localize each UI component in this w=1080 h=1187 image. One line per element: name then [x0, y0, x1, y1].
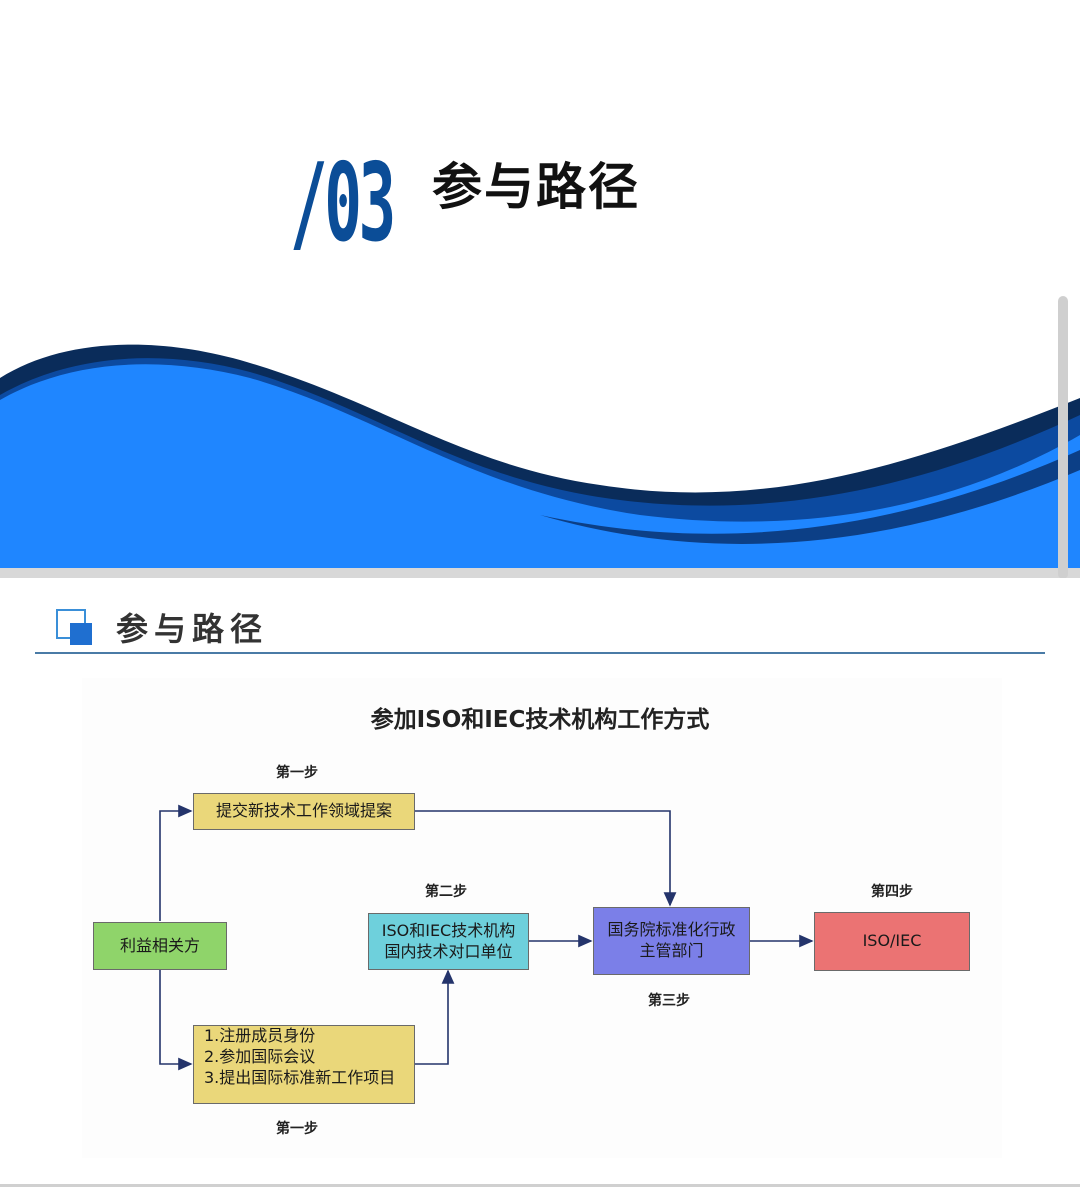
connector-proposal-to-admin: [415, 810, 677, 907]
node-register: 1.注册成员身份 2.参加国际会议 3.提出国际标准新工作项目: [193, 1025, 415, 1104]
section-cover-title: 参与路径: [432, 158, 640, 216]
node-domestic-mirror: ISO和IEC技术机构 国内技术对口单位: [368, 913, 529, 970]
diagram-slide: 参与路径: [0, 578, 1080, 1184]
slide-divider: [0, 568, 1080, 578]
node-iso-iec: ISO/IEC: [814, 912, 970, 971]
section-square-icon: [56, 609, 94, 647]
section-cover-slide: /03 参与路径: [0, 0, 1080, 568]
node-proposal: 提交新技术工作领域提案: [193, 793, 415, 830]
section-number: /03: [290, 141, 396, 266]
connector-stakeholder-to-register: [159, 969, 193, 1071]
connector-stakeholder-to-proposal: [159, 804, 193, 921]
step-label-1-bottom: 第一步: [276, 1121, 318, 1137]
step-label-2: 第二步: [425, 884, 467, 900]
section-header-rule: [35, 652, 1045, 654]
step-label-4: 第四步: [871, 884, 913, 900]
wave-decoration: [0, 344, 1080, 568]
diagram-title: 参加ISO和IEC技术机构工作方式: [370, 707, 710, 733]
section-header-title: 参与路径: [116, 610, 269, 648]
step-label-3: 第三步: [648, 993, 690, 1009]
step-label-1-top: 第一步: [276, 765, 318, 781]
scrollbar-thumb[interactable]: [1058, 296, 1068, 579]
page-bottom-edge: [0, 1184, 1080, 1187]
node-stakeholder: 利益相关方: [93, 922, 227, 970]
node-admin-department: 国务院标准化行政 主管部门: [593, 907, 750, 975]
connector-register-to-mirror: [415, 969, 455, 1065]
